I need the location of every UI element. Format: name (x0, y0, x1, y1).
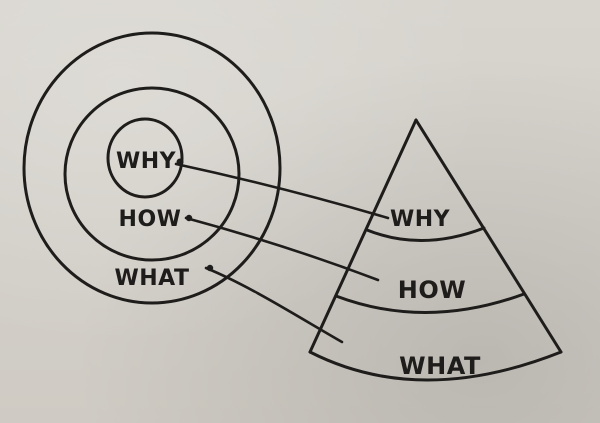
connector-what-dot (206, 264, 214, 272)
connector-what (204, 266, 344, 344)
cone-divider-middle (334, 292, 526, 314)
cone-label-why: WHY (390, 207, 451, 232)
connector-why (174, 162, 390, 220)
circle-label-what: WHAT (114, 266, 189, 291)
cone: WHY HOW WHAT (308, 118, 563, 382)
connector-lines (174, 158, 390, 344)
circle-label-why: WHY (116, 149, 177, 174)
cone-left-edge (308, 118, 418, 354)
cone-label-what: WHAT (399, 352, 481, 380)
cone-divider-top (365, 226, 486, 242)
cone-right-edge (414, 118, 563, 354)
outer-ring (22, 31, 282, 305)
cone-base (308, 350, 563, 382)
connector-why-dot (176, 158, 184, 166)
golden-circle: WHY HOW WHAT (22, 31, 282, 305)
circle-label-how: HOW (119, 207, 182, 232)
middle-ring (63, 86, 241, 262)
cone-label-how: HOW (398, 276, 466, 304)
connector-how (184, 216, 380, 282)
connector-how-dot (185, 214, 193, 222)
inner-ring (106, 117, 184, 199)
